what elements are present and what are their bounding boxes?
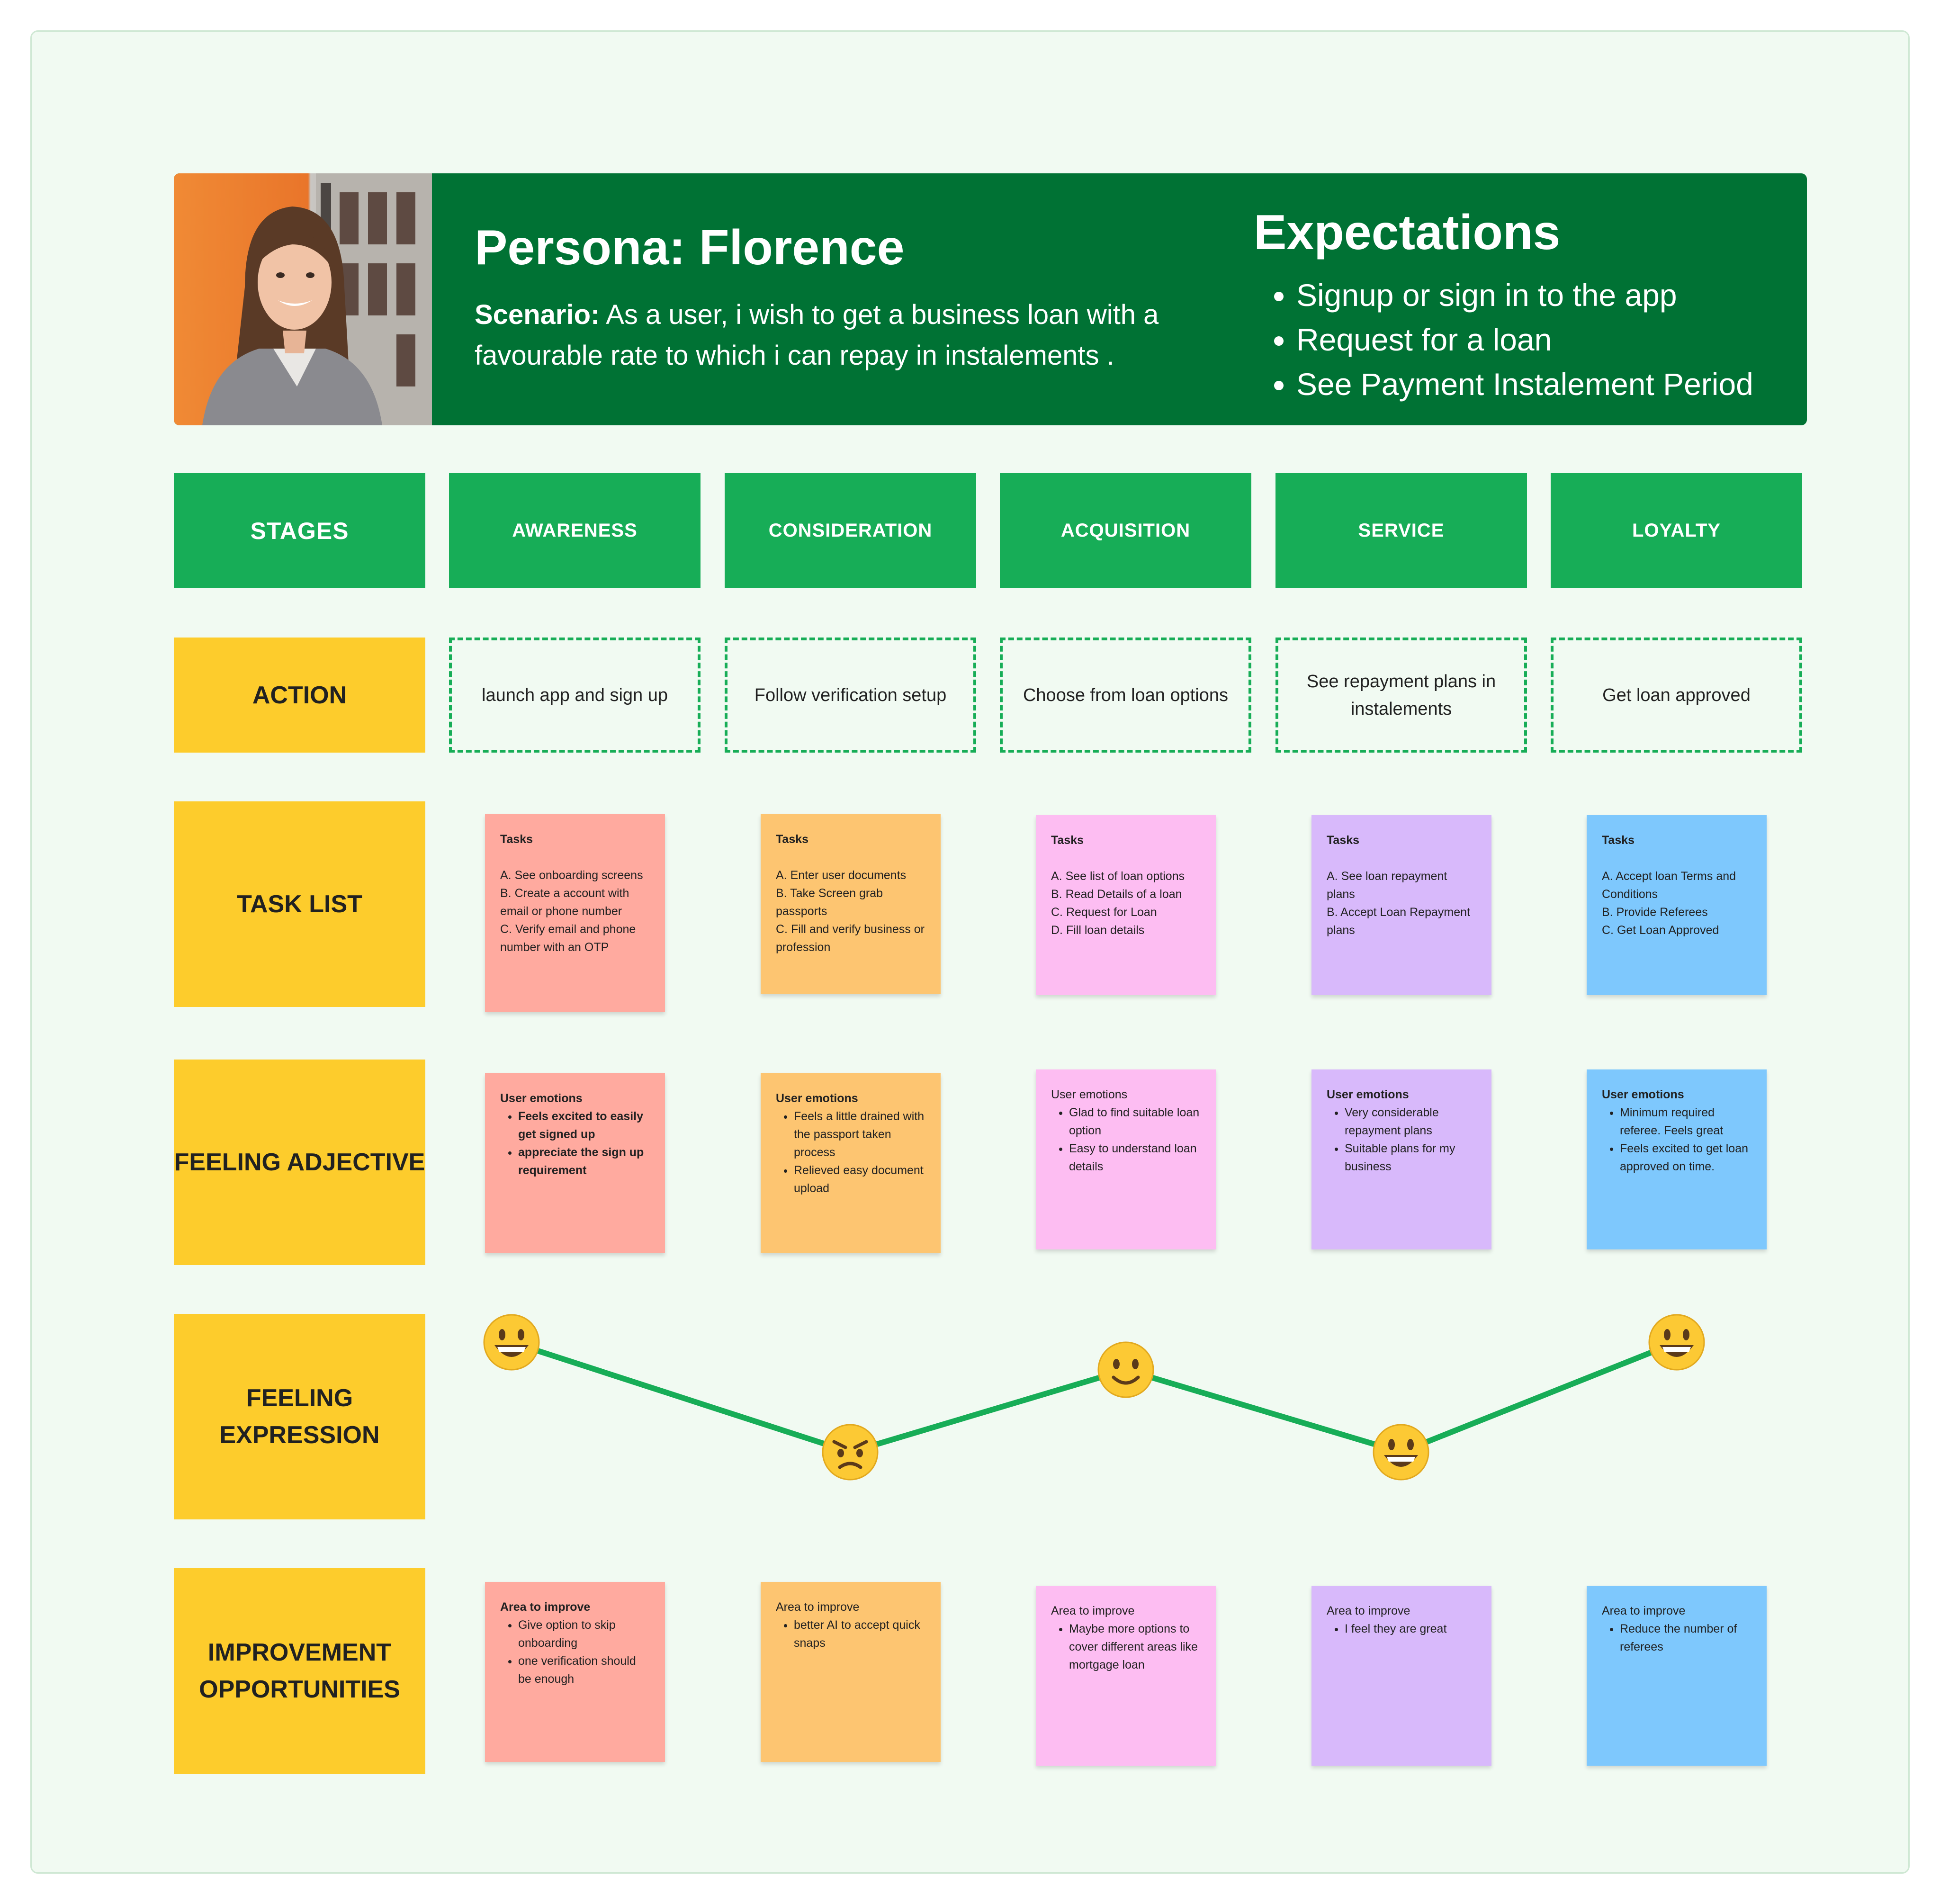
task-note-title: Tasks [776,833,809,846]
task-note-title: Tasks [1602,834,1635,847]
task-note-title: Tasks [1051,834,1084,847]
improvement-item: better AI to accept quick snaps [794,1616,925,1652]
improvement-item: Give option to skip onboarding [518,1616,650,1652]
persona-photo [174,173,432,425]
expectation-item: See Payment Instalement Period [1296,362,1753,406]
improvement-note-consideration: Area to improve better AI to accept quic… [761,1582,941,1762]
emotion-note-acquisition: User emotions Glad to find suitable loan… [1036,1069,1216,1249]
emotion-item: Relieved easy document upload [794,1161,925,1197]
feeling-curve-line [511,1339,1678,1455]
task-line: B. Accept Loan Repayment plans [1327,906,1470,937]
task-line: C. Verify email and phone number with an… [500,923,636,954]
stage-loyalty: LOYALTY [1551,473,1802,588]
task-note-title: Tasks [1327,834,1360,847]
stage-consideration: CONSIDERATION [725,473,976,588]
emotion-item: Feels a little drained with the passport… [794,1107,925,1161]
emotion-item: Easy to understand loan details [1069,1140,1201,1176]
improvement-item: Reduce the number of referees [1620,1620,1751,1656]
smiling-face [1097,1341,1154,1398]
row-label-feeling-adjective: FEELING ADJECTIVE [174,1060,425,1265]
task-note-loyalty: Tasks A. Accept loan Terms and Condition… [1587,815,1767,995]
stage-service: SERVICE [1275,473,1527,588]
task-line: A. Enter user documents [776,869,907,882]
expectation-item: Request for a loan [1296,317,1753,362]
task-line: A. See list of loan options [1051,870,1185,883]
persona-banner: Persona: Florence Scenario: As a user, i… [174,173,1807,425]
task-line: C. Fill and verify business or professio… [776,923,925,954]
improvement-note-service: Area to improve I feel they are great [1311,1586,1491,1766]
task-line: A. Accept loan Terms and Conditions [1602,870,1736,901]
persona-title: Persona: Florence [475,220,905,275]
task-line: B. Provide Referees [1602,906,1708,919]
improvement-item: Maybe more options to cover different ar… [1069,1620,1201,1674]
angry-face [822,1424,879,1481]
improvement-item: I feel they are great [1345,1620,1476,1638]
task-note-consideration: Tasks A. Enter user documents B. Take Sc… [761,814,941,994]
emotion-item: Glad to find suitable loan option [1069,1104,1201,1140]
improvement-note-title: Area to improve [500,1600,591,1614]
improvement-note-title: Area to improve [1051,1604,1135,1617]
expectations-list: Signup or sign in to the app Request for… [1263,273,1753,406]
emotion-item: appreciate the sign up requirement [518,1143,650,1179]
task-line: A. See loan repayment plans [1327,870,1447,901]
action-box: Follow verification setup [725,638,976,753]
improvement-note-title: Area to improve [1602,1604,1686,1617]
task-note-service: Tasks A. See loan repayment plans B. Acc… [1311,815,1491,995]
improvement-note-awareness: Area to improve Give option to skip onbo… [485,1582,665,1762]
task-line: A. See onboarding screens [500,869,643,882]
row-label-task-list: TASK LIST [174,801,425,1007]
action-box: Choose from loan options [1000,638,1251,753]
emotion-note-title: User emotions [1051,1088,1128,1101]
emotion-note-title: User emotions [500,1092,583,1105]
persona-portrait-image [202,173,432,425]
action-box: Get loan approved [1551,638,1802,753]
row-label-improvement: IMPROVEMENT OPPORTUNITIES [174,1568,425,1774]
row-label-feeling-expression: FEELING EXPRESSION [174,1314,425,1519]
stage-awareness: AWARENESS [449,473,701,588]
emotion-note-title: User emotions [1602,1088,1684,1101]
scenario-description: As a user, i wish to get a business loan… [475,299,1159,371]
improvement-item: one verification should be enough [518,1652,650,1688]
emotion-note-consideration: User emotions Feels a little drained wit… [761,1073,941,1253]
scenario-text: Scenario: As a user, i wish to get a bus… [475,295,1185,376]
task-line: C. Get Loan Approved [1602,924,1719,937]
task-line: B. Create a account with email or phone … [500,887,629,918]
improvement-note-acquisition: Area to improve Maybe more options to co… [1036,1586,1216,1766]
emotion-note-title: User emotions [1327,1088,1409,1101]
action-box: launch app and sign up [449,638,701,753]
grinning-face [1373,1424,1429,1481]
grinning-face [1648,1314,1705,1371]
emotion-item: Minimum required referee. Feels great [1620,1104,1751,1140]
emotion-item: Feels excited to get loan approved on ti… [1620,1140,1751,1176]
emotion-item: Suitable plans for my business [1345,1140,1476,1176]
task-line: C. Request for Loan [1051,906,1157,919]
improvement-note-loyalty: Area to improve Reduce the number of ref… [1587,1586,1767,1766]
action-box: See repayment plans in instalements [1275,638,1527,753]
task-note-title: Tasks [500,833,533,846]
improvement-note-title: Area to improve [776,1600,860,1614]
task-note-acquisition: Tasks A. See list of loan options B. Rea… [1036,815,1216,995]
task-line: B. Take Screen grab passports [776,887,883,918]
expectations-title: Expectations [1254,205,1561,260]
row-label-action: ACTION [174,638,425,753]
stage-acquisition: ACQUISITION [1000,473,1251,588]
emotion-item: Feels excited to easily get signed up [518,1107,650,1143]
emotion-note-service: User emotions Very considerable repaymen… [1311,1069,1491,1249]
expectation-item: Signup or sign in to the app [1296,273,1753,317]
emotion-note-title: User emotions [776,1092,858,1105]
task-line: B. Read Details of a loan [1051,888,1182,901]
grinning-face [483,1314,540,1371]
emotion-item: Very considerable repayment plans [1345,1104,1476,1140]
scenario-label: Scenario: [475,299,600,330]
improvement-note-title: Area to improve [1327,1604,1410,1617]
emotion-note-awareness: User emotions Feels excited to easily ge… [485,1073,665,1253]
task-line: D. Fill loan details [1051,924,1145,937]
task-note-awareness: Tasks A. See onboarding screens B. Creat… [485,814,665,1012]
emotion-note-loyalty: User emotions Minimum required referee. … [1587,1069,1767,1249]
row-label-stages: STAGES [174,473,425,588]
